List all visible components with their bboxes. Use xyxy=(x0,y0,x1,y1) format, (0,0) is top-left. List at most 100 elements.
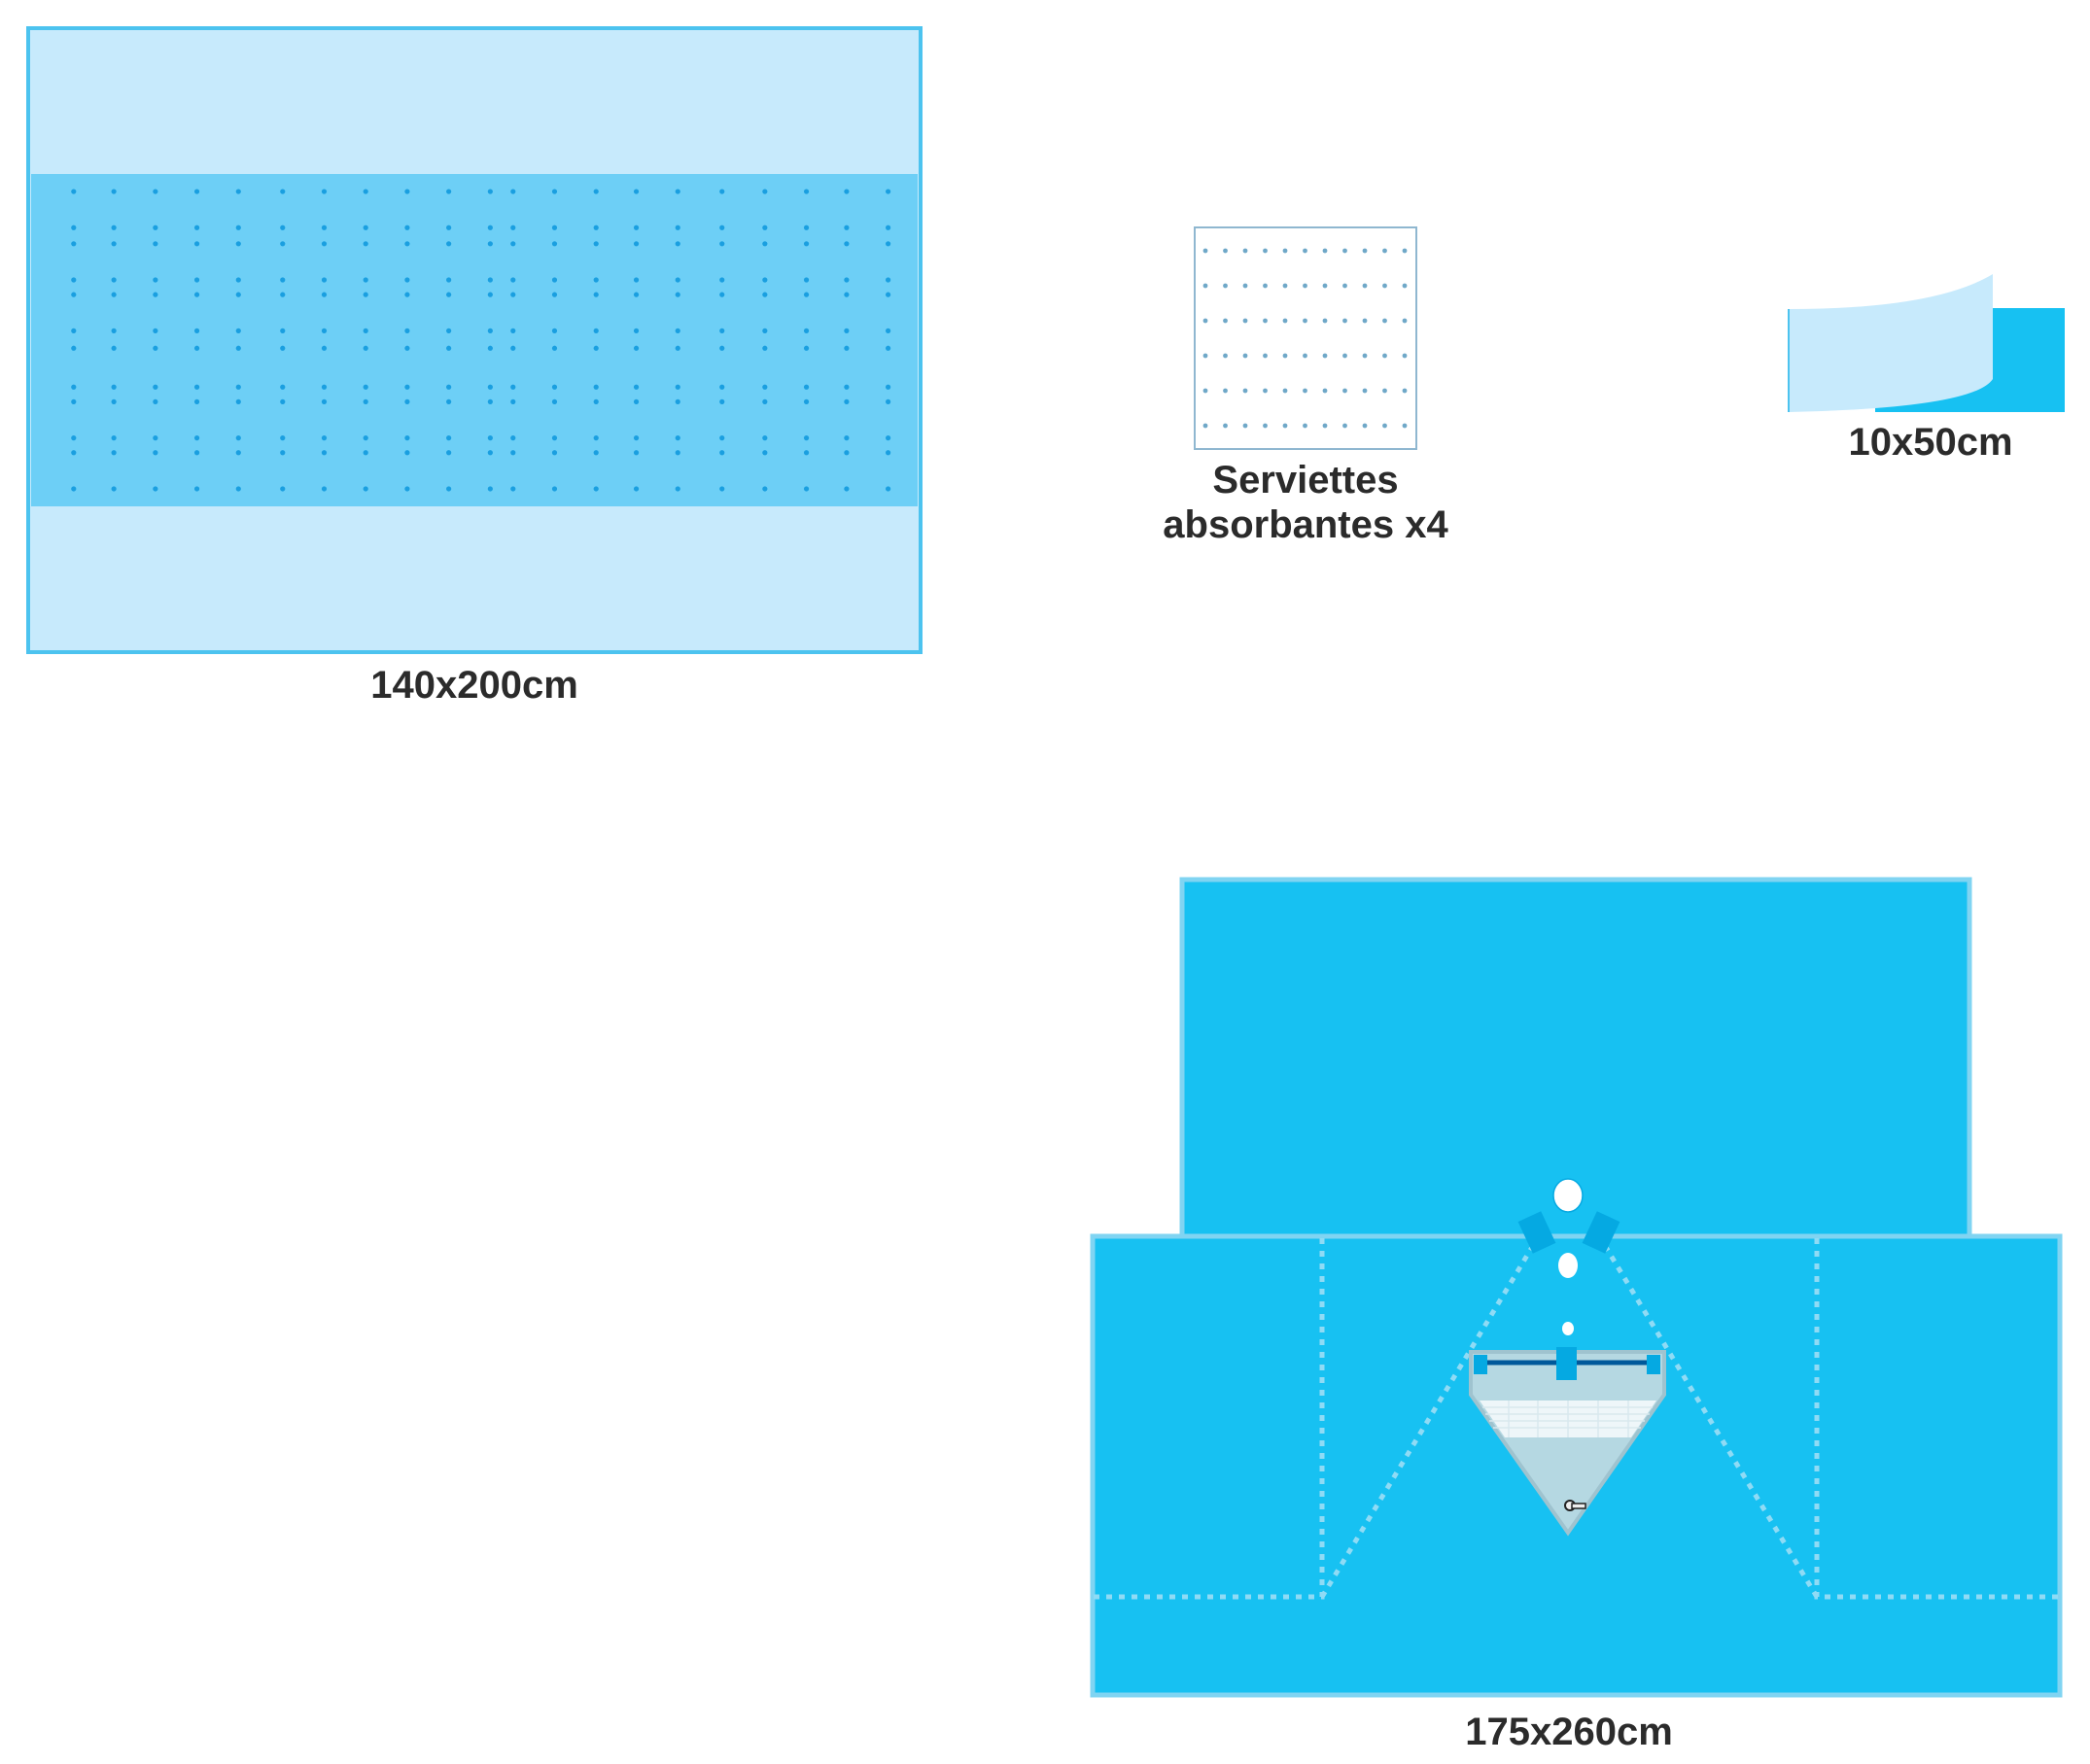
dot xyxy=(280,292,286,297)
dot xyxy=(551,486,558,492)
dot xyxy=(719,292,725,297)
dot xyxy=(1382,353,1387,359)
dot xyxy=(404,225,410,230)
dot xyxy=(633,450,640,456)
dot xyxy=(1342,283,1347,289)
dot xyxy=(1202,318,1208,324)
towel-dots xyxy=(1202,248,1408,429)
dot xyxy=(675,225,680,230)
dot xyxy=(111,277,117,283)
dot xyxy=(193,292,200,297)
dot xyxy=(675,345,680,351)
dot xyxy=(280,328,286,333)
dot xyxy=(1362,318,1368,324)
dot xyxy=(551,384,558,390)
dot xyxy=(1223,283,1228,289)
dot xyxy=(487,345,493,351)
dot xyxy=(1303,388,1307,394)
dot xyxy=(551,189,558,194)
dot xyxy=(1382,423,1387,429)
dot xyxy=(321,450,328,456)
dot xyxy=(510,345,516,351)
dot xyxy=(363,328,368,333)
dot xyxy=(593,345,599,351)
dot xyxy=(1322,423,1328,429)
dot xyxy=(111,398,117,404)
dot xyxy=(719,435,725,441)
dot xyxy=(551,435,558,441)
dot xyxy=(803,398,810,404)
dot xyxy=(280,450,286,456)
dot xyxy=(1282,318,1288,324)
dot xyxy=(675,189,680,194)
dot xyxy=(1362,248,1368,254)
dot xyxy=(1202,423,1208,429)
dot xyxy=(321,398,328,404)
dot xyxy=(153,225,158,230)
dot xyxy=(280,225,286,230)
dot xyxy=(1322,283,1328,289)
dot xyxy=(1223,353,1228,359)
adhesive-strip xyxy=(1788,274,2065,412)
dot xyxy=(404,450,410,456)
dot xyxy=(803,345,810,351)
dot xyxy=(193,189,200,194)
dot xyxy=(675,292,680,297)
dot xyxy=(1223,423,1228,429)
dot xyxy=(235,398,241,404)
dot xyxy=(1402,353,1408,359)
dot xyxy=(1322,353,1328,359)
dot xyxy=(446,292,452,297)
dot xyxy=(446,398,452,404)
dot xyxy=(404,292,410,297)
dot xyxy=(280,277,286,283)
dot xyxy=(1263,423,1268,429)
dot xyxy=(886,450,891,456)
hole xyxy=(1562,1322,1574,1335)
dot xyxy=(321,292,328,297)
drape-140x200 xyxy=(26,26,923,654)
dot xyxy=(71,345,77,351)
fold-lines xyxy=(1093,1238,2060,1600)
dot xyxy=(71,398,77,404)
dot xyxy=(762,277,768,283)
dot xyxy=(487,450,493,456)
dot xyxy=(235,225,241,230)
dot xyxy=(111,189,117,194)
dot xyxy=(551,328,558,333)
dot xyxy=(280,241,286,247)
dot xyxy=(510,435,516,441)
dot xyxy=(719,384,725,390)
dot xyxy=(446,277,452,283)
dot xyxy=(762,486,768,492)
dot xyxy=(510,189,516,194)
dot xyxy=(1282,248,1288,254)
dot xyxy=(633,189,640,194)
dot xyxy=(153,189,158,194)
dot xyxy=(446,435,452,441)
dot xyxy=(675,328,680,333)
dot xyxy=(235,292,241,297)
dot xyxy=(321,241,328,247)
dot xyxy=(844,398,850,404)
dot xyxy=(235,277,241,283)
dot xyxy=(593,277,599,283)
dot xyxy=(510,225,516,230)
dot xyxy=(1342,248,1347,254)
dot xyxy=(153,345,158,351)
dot xyxy=(1303,423,1307,429)
dot xyxy=(551,398,558,404)
dot xyxy=(719,486,725,492)
dot xyxy=(193,328,200,333)
dot xyxy=(551,450,558,456)
dot xyxy=(633,384,640,390)
dot xyxy=(593,486,599,492)
dot xyxy=(1263,283,1268,289)
dot xyxy=(1303,283,1307,289)
dot xyxy=(111,225,117,230)
dot xyxy=(762,450,768,456)
dot xyxy=(675,486,680,492)
dot xyxy=(153,486,158,492)
absorbent-band xyxy=(31,174,918,506)
dot xyxy=(675,398,680,404)
